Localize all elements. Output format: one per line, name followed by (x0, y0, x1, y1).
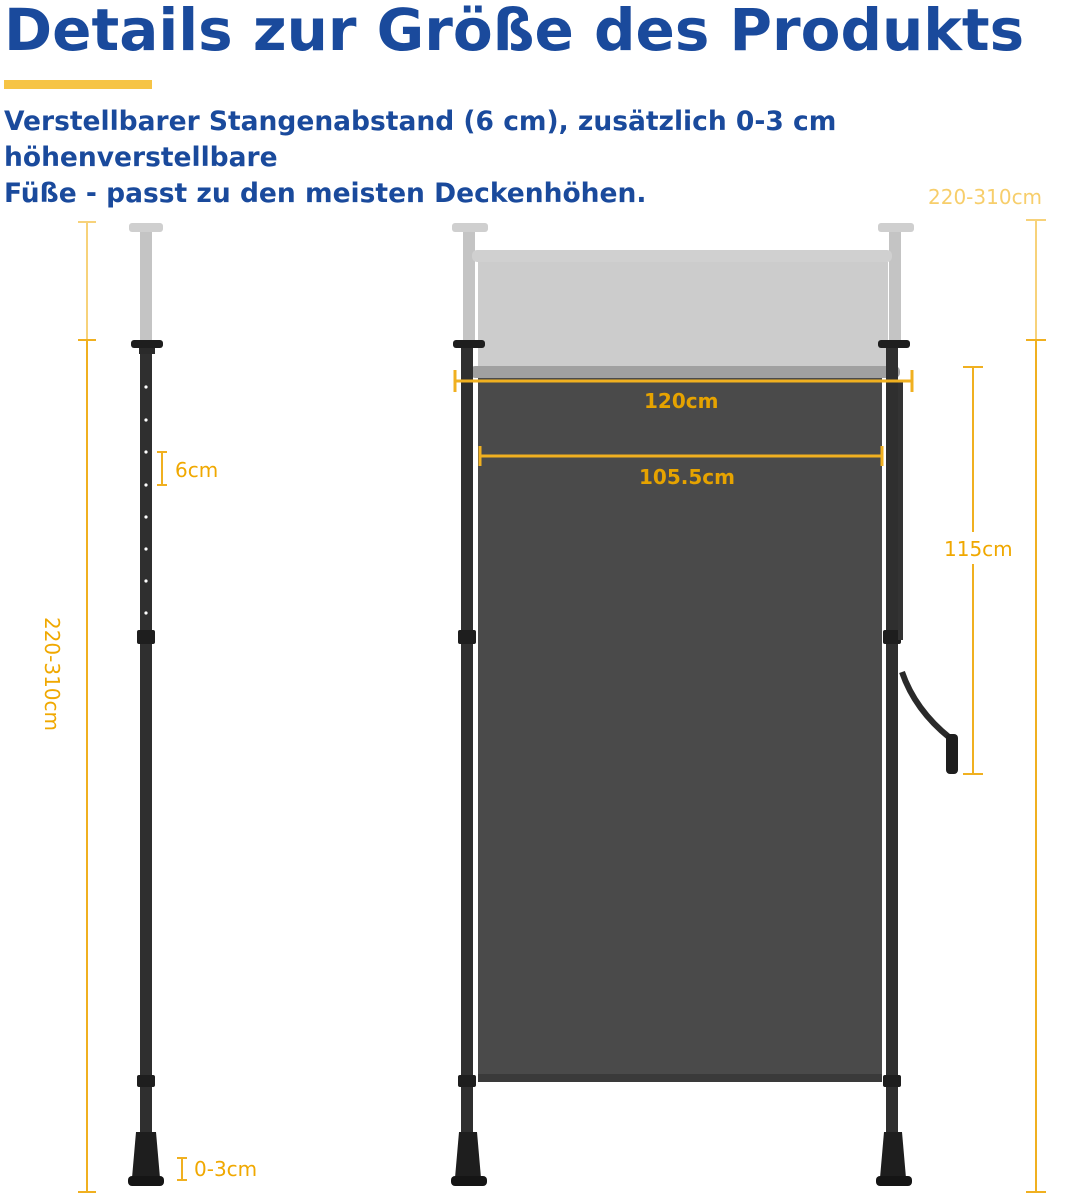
outer-width-label: 120cm (644, 389, 719, 413)
subtitle: Verstellbarer Stangenabstand (6 cm), zus… (4, 104, 1080, 212)
subtitle-line-1: Verstellbarer Stangenabstand (6 cm), zus… (4, 106, 837, 173)
pole-height-right-label: 220-310cm (928, 185, 1043, 209)
height-dimension-left (40, 221, 96, 1193)
roller-blind-frame (451, 223, 958, 1186)
page-title: Details zur Größe des Produkts (4, 0, 1025, 64)
height-dimension-right (1026, 219, 1046, 1193)
single-pole (128, 223, 164, 1186)
subtitle-line-2: Füße - passt zu den meisten Deckenhöhen. (4, 178, 647, 209)
accent-bar (4, 80, 152, 89)
outer-width-dimension (453, 370, 914, 392)
blind-height-label: 115cm (944, 537, 1013, 561)
foot-adjust-dimension (177, 1157, 187, 1181)
blind-width-label: 105.5cm (639, 465, 735, 489)
pole-height-label: 220-310cm (40, 616, 64, 732)
foot-adjust-label: 0-3cm (194, 1157, 258, 1181)
blind-width-dimension (478, 446, 884, 466)
hole-spacing-dimension (157, 451, 167, 486)
hole-spacing-label: 6cm (175, 458, 219, 482)
blind-height-dimension (945, 366, 1005, 775)
